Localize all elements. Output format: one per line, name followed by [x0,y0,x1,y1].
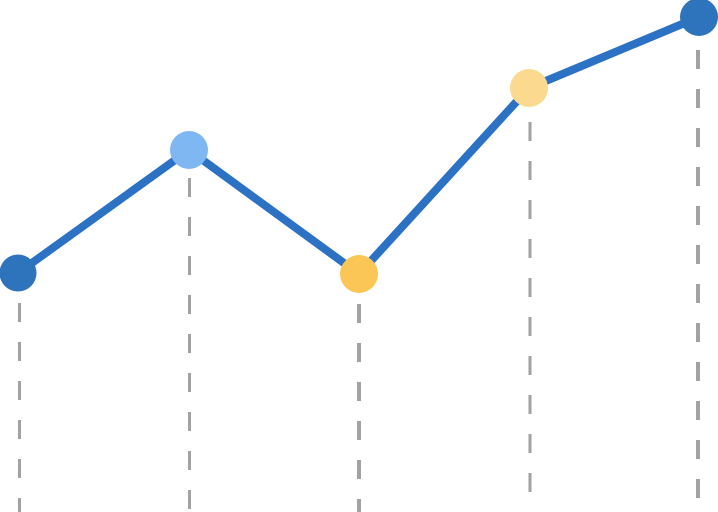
data-point[interactable] [170,131,208,169]
trend-line [14,13,703,278]
data-point[interactable] [0,254,37,292]
data-point[interactable] [510,69,548,107]
data-point[interactable] [680,0,718,36]
data-point[interactable] [340,255,378,293]
